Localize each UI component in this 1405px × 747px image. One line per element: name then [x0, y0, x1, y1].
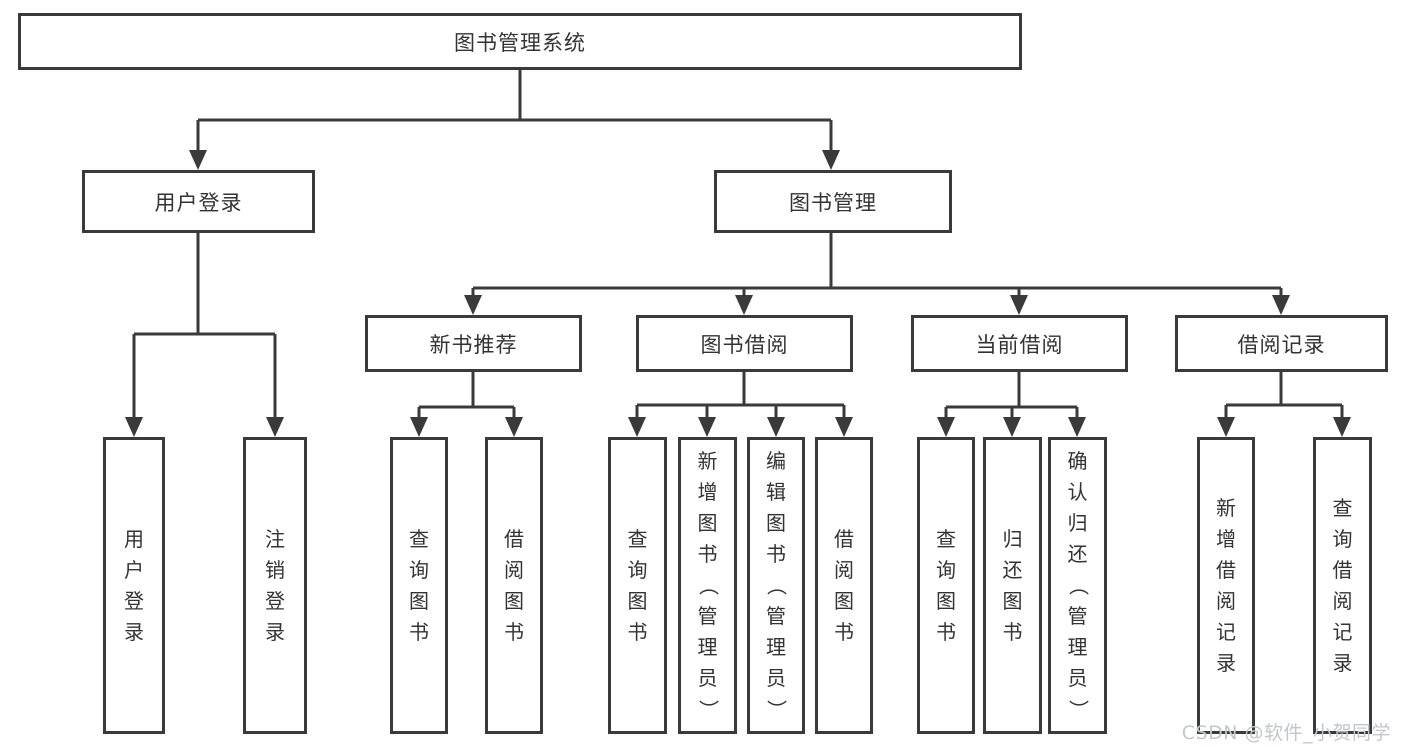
arrow-down-icon: [1010, 295, 1028, 315]
node-current-borrow: 当前借阅: [911, 315, 1128, 372]
leaf-add-borrow-record: 新增借阅记录: [1197, 437, 1255, 734]
arrow-down-icon: [505, 417, 523, 437]
connector-user-login: [125, 233, 284, 437]
leaf-return-books: 归还图书: [983, 437, 1042, 734]
node-borrow-records: 借阅记录: [1175, 315, 1388, 372]
leaf-query-books-3: 查询图书: [917, 437, 975, 734]
node-book-mgmt: 图书管理: [714, 170, 952, 233]
arrow-down-icon: [125, 417, 143, 437]
connector-new-books: [410, 372, 523, 437]
csdn-watermark: CSDN @软件_小贺同学: [1181, 722, 1391, 744]
arrow-down-icon: [1333, 417, 1351, 437]
node-new-books: 新书推荐: [365, 315, 582, 372]
leaf-confirm-return-admin: 确认归还（管理员）: [1048, 437, 1107, 734]
arrow-down-icon: [189, 150, 207, 170]
connector-book-mgmt: [464, 233, 1290, 315]
arrow-down-icon: [822, 150, 840, 170]
node-book-borrow: 图书借阅: [636, 315, 853, 372]
node-root: 图书管理系统: [18, 13, 1022, 70]
arrow-down-icon: [835, 417, 853, 437]
leaf-query-books-2: 查询图书: [608, 437, 667, 734]
arrow-down-icon: [266, 417, 284, 437]
leaf-query-borrow-record: 查询借阅记录: [1313, 437, 1372, 734]
leaf-user-login: 用户登录: [103, 437, 165, 734]
leaf-query-books-1: 查询图书: [390, 437, 448, 734]
arrow-down-icon: [937, 417, 955, 437]
leaf-borrow-books-2: 借阅图书: [815, 437, 873, 734]
arrow-down-icon: [1068, 417, 1086, 437]
connector-book-borrow: [628, 372, 853, 437]
arrow-down-icon: [735, 295, 753, 315]
arrow-down-icon: [1217, 417, 1235, 437]
arrow-down-icon: [628, 417, 646, 437]
connector-root: [189, 70, 840, 170]
node-user-login: 用户登录: [82, 170, 315, 233]
leaf-add-books-admin: 新增图书（管理员）: [678, 437, 737, 734]
arrow-down-icon: [464, 295, 482, 315]
leaf-borrow-books-1: 借阅图书: [485, 437, 543, 734]
arrow-down-icon: [698, 417, 716, 437]
leaf-logout: 注销登录: [243, 437, 307, 734]
leaf-edit-books-admin: 编辑图书（管理员）: [747, 437, 805, 734]
arrow-down-icon: [1003, 417, 1021, 437]
arrow-down-icon: [410, 417, 428, 437]
arrow-down-icon: [1272, 295, 1290, 315]
arrow-down-icon: [767, 417, 785, 437]
connector-borrow-records: [1217, 372, 1351, 437]
connector-current-borrow: [937, 372, 1086, 437]
